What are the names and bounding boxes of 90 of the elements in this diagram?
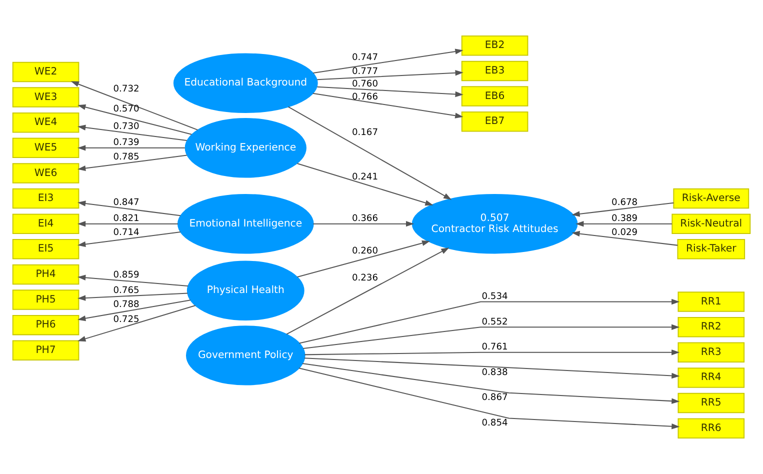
node-box: Risk-Neutral: [672, 214, 751, 234]
edge-label: 0.678: [612, 198, 638, 208]
arrow: [304, 350, 680, 356]
edge-label: 0.838: [482, 368, 508, 378]
arrow: [78, 221, 178, 227]
node-ellipse: Emotional Intelligence: [177, 194, 314, 254]
node-box: RR5: [678, 392, 745, 414]
arrow: [78, 124, 187, 142]
node-box: PH4: [12, 264, 80, 285]
edge-label: 0.766: [352, 92, 378, 103]
node-box: EI3: [12, 188, 80, 209]
arrow: [303, 324, 680, 350]
edge-label: 0.714: [113, 228, 140, 238]
edge-label: 0.761: [482, 342, 508, 353]
arrow: [317, 70, 464, 80]
node-box: WE5: [12, 138, 80, 158]
edge-label: 0.765: [113, 286, 140, 296]
edge-label: 0.867: [482, 393, 508, 404]
node-box: WE3: [12, 87, 80, 108]
arrow: [78, 145, 185, 151]
edge-label: 0.552: [482, 317, 508, 328]
node-box: Risk-Averse: [673, 188, 750, 209]
edge-label: 0.732: [113, 84, 140, 94]
edge-label: 0.725: [113, 315, 140, 326]
arrow: [313, 48, 464, 74]
edge-label: 0.366: [352, 214, 378, 224]
arrow: [78, 305, 196, 342]
node-box: WE2: [12, 62, 80, 82]
edge-label: 0.260: [352, 246, 378, 256]
node-box: RR3: [678, 342, 745, 363]
edge-label: 0.029: [612, 228, 638, 238]
node-box: PH5: [12, 290, 80, 310]
arrow: [304, 358, 680, 379]
node-box: PH7: [12, 340, 80, 360]
arrow: [298, 368, 680, 430]
node-box: EB2: [461, 36, 528, 56]
edge-label: 0.760: [352, 79, 378, 90]
arrow: [78, 292, 188, 301]
arrow: [78, 274, 188, 287]
node-box: EB3: [461, 60, 528, 82]
edge-label: 0.847: [113, 198, 140, 208]
arrow: [78, 232, 180, 247]
edge-label: 0.167: [352, 128, 378, 138]
edge-label: 0.241: [352, 172, 378, 182]
arrow: [572, 202, 674, 217]
edge-label: 0.534: [482, 292, 508, 302]
edge-label: 0.730: [113, 122, 140, 132]
edge-label: 0.788: [113, 300, 140, 310]
edge-label: 0.785: [113, 152, 140, 162]
node-box: EI5: [12, 239, 80, 260]
arrow: [286, 248, 450, 335]
arrow: [312, 92, 464, 118]
node-box: WE4: [12, 112, 80, 133]
edge-label: 0.570: [113, 104, 140, 115]
arrow: [78, 104, 192, 135]
node-box: RR1: [678, 292, 745, 312]
node-ellipse: Educational Background: [173, 53, 318, 113]
arrow: [576, 221, 672, 227]
node-box: WE6: [12, 163, 80, 184]
node-ellipse: Government Policy: [186, 326, 306, 386]
edge-label: 0.859: [113, 270, 140, 281]
edge-label: 0.236: [352, 274, 378, 284]
arrow: [78, 154, 187, 172]
node-box: EI4: [12, 214, 80, 234]
node-box: EB6: [461, 86, 528, 106]
edge-label: 0.747: [352, 53, 378, 64]
arrow: [297, 162, 434, 206]
arrow: [572, 230, 678, 246]
arrow: [78, 300, 190, 322]
edge-label: 0.777: [352, 67, 378, 78]
node-ellipse: Working Experience: [184, 118, 306, 178]
node-box: RR2: [678, 316, 745, 338]
arrow: [299, 298, 680, 344]
arrow: [317, 86, 464, 98]
node-box: RR6: [678, 418, 745, 438]
arrow: [78, 200, 180, 216]
edge-label: 0.739: [113, 138, 140, 148]
node-box: EB7: [461, 111, 528, 132]
node-box: PH6: [12, 314, 80, 336]
arrow: [302, 363, 680, 404]
arrow: [70, 81, 198, 130]
node-ellipse: Physical Health: [186, 260, 304, 321]
edge-label: 0.389: [612, 214, 638, 224]
arrow: [288, 106, 452, 200]
edge-label: 0.854: [482, 418, 508, 428]
arrow: [297, 240, 430, 278]
node-box: Risk-Taker: [677, 239, 746, 260]
edge-label: 0.821: [113, 214, 140, 224]
node-box: RR4: [678, 368, 745, 388]
arrow: [313, 221, 414, 227]
